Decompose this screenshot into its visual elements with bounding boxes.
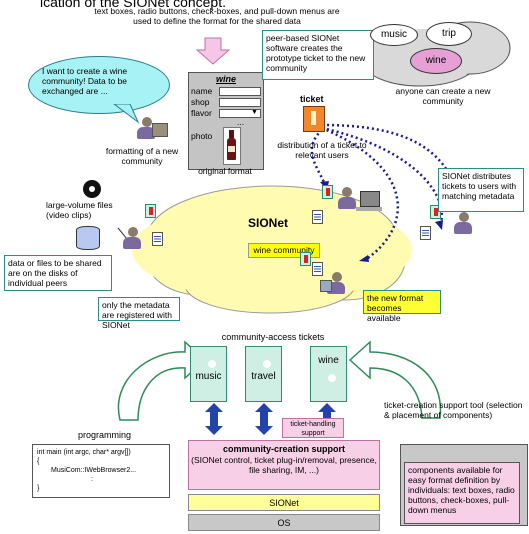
- creation-tool-note: ticket-creation support tool (selection …: [384, 400, 523, 420]
- user-ticket-icon-2: [430, 205, 441, 219]
- code-snippet-box: int main (int argc, char* argv[]) { Musi…: [32, 444, 170, 498]
- trip-bubble: trip: [426, 22, 472, 46]
- new-format-note-box: the new format becomes available: [363, 290, 441, 323]
- anyone-note: anyone can create a new community: [395, 86, 491, 106]
- shop-textbox: [219, 98, 261, 107]
- creation-tool-arrow: [348, 340, 442, 419]
- name-textbox: [219, 87, 261, 96]
- ticket-label: ticket: [300, 94, 324, 104]
- community-creation-support-layer: community-creation support (SIONet contr…: [188, 440, 380, 490]
- code-line-4: :: [91, 476, 93, 483]
- peer-person-left-icon: [114, 225, 154, 253]
- speech-text: I want to create a wine community! Data …: [42, 66, 128, 96]
- user-right-icon: [445, 210, 485, 238]
- user-doc-icon-3: [312, 262, 323, 276]
- top-cut-caption: ication of the SIONet concept.: [40, 0, 226, 10]
- form-field-name: name: [191, 86, 213, 96]
- left-metadata-doc-icon: [152, 232, 163, 246]
- form-field-flavor: flavor: [191, 108, 212, 118]
- speech-bubble-tail: [113, 104, 140, 124]
- form-photo-label: photo: [191, 131, 213, 141]
- support-detail: (SIONet control, ticket plug-in/removal,…: [191, 455, 377, 475]
- distributes-note-box: SIONet distributes tickets to users with…: [438, 168, 524, 212]
- form-ellipsis: ...: [237, 117, 245, 127]
- peer-note-box: peer-based SIONet software creates the p…: [262, 30, 374, 80]
- tickets-title: community-access tickets: [221, 332, 325, 342]
- distribution-label: distribution of a ticket to relevant use…: [277, 140, 367, 160]
- wine-bottle-photo: [223, 127, 241, 165]
- travel-ticket: travel: [245, 346, 282, 402]
- user-ticket-icon-3: [300, 252, 311, 266]
- ticket-icon: [303, 106, 325, 132]
- form-field-shop: shop: [191, 97, 210, 107]
- wine-ticket-notch: [328, 374, 336, 382]
- user-ticket-icon-1: [322, 185, 333, 199]
- travel-ticket-notch: [263, 360, 271, 368]
- speech-bubble: [28, 56, 170, 114]
- film-reel-icon: [83, 180, 101, 198]
- metadata-note-box: only the metadata are registered with SI…: [98, 297, 180, 330]
- components-window-front: components available for easy format def…: [404, 462, 520, 524]
- sionet-layer: SIONet: [188, 494, 380, 511]
- code-line-1: int main (int argc, char* argv[]): [37, 449, 131, 456]
- peers-note-box: data or files to be shared are on the di…: [4, 255, 112, 291]
- support-title: community-creation support: [222, 444, 345, 454]
- creator-person-icon: [128, 115, 168, 143]
- pink-down-arrow: [195, 37, 231, 65]
- user-doc-icon-1: [312, 210, 323, 224]
- programming-label: programming: [78, 430, 132, 440]
- code-line-2: {: [37, 458, 40, 465]
- user-doc-icon-2: [420, 226, 431, 240]
- formatting-label: formatting of a new community: [105, 146, 179, 166]
- music-ticket-notch: [208, 360, 216, 368]
- sionet-cloud-label: SIONet: [248, 216, 289, 230]
- wine-format-form: wine name shop flavor ▼ ... photo: [188, 72, 264, 170]
- os-layer: OS: [188, 514, 380, 531]
- user-bottom-icon: [318, 270, 358, 298]
- code-line-3: MusiCom::IWebBrowser2...: [51, 467, 137, 474]
- distribution-arrows: [310, 123, 452, 262]
- chevron-down-icon: ▼: [251, 109, 258, 116]
- left-ticket-icon: [145, 204, 156, 218]
- ticket-handling-support-box: ticket-handling support: [282, 418, 344, 438]
- flavor-dropdown: [219, 109, 261, 118]
- form-title: wine: [215, 74, 236, 84]
- user-at-desk-icon: [336, 185, 382, 219]
- code-line-5: }: [37, 485, 40, 492]
- music-ticket: music: [190, 346, 227, 402]
- format-note: text boxes, radio buttons, check-boxes, …: [94, 6, 340, 26]
- large-files-label: large-volume files (video clips): [46, 200, 113, 220]
- music-bubble: music: [370, 24, 418, 46]
- wine-bubble: wine: [410, 48, 462, 74]
- form-caption: original format: [198, 166, 252, 176]
- disk-icon: [76, 226, 100, 250]
